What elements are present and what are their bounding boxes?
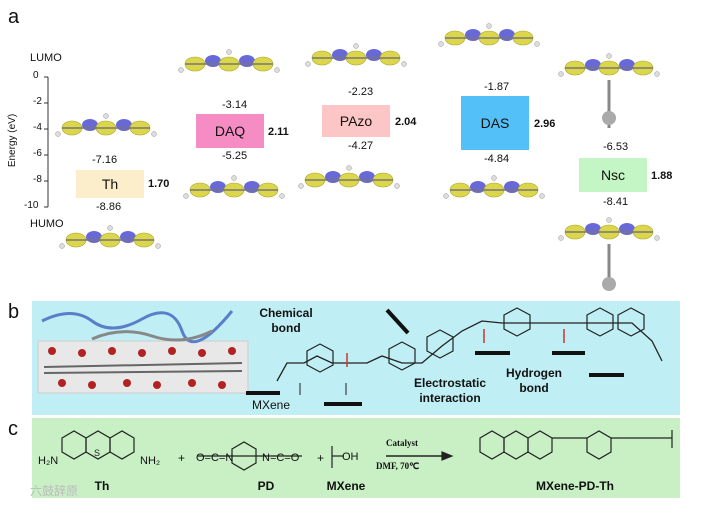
- panel-label-b: b: [8, 301, 20, 323]
- panel-c-reaction-scheme: S: [61, 430, 673, 471]
- pazo-homo-value: -4.27: [348, 140, 374, 152]
- pazo-gap: 2.04: [395, 116, 417, 128]
- th-homo-value: -8.86: [96, 201, 122, 213]
- axis-tick-label: -4: [33, 122, 42, 133]
- product-label: MXene-PD-Th: [536, 479, 614, 493]
- axis-tick-label: -8: [33, 174, 42, 185]
- axis-tick-label: -6: [33, 148, 42, 159]
- mxene-label-b: MXene: [252, 398, 291, 412]
- daq-homo-value: -5.25: [222, 150, 248, 162]
- watermark: 六鼓辞原: [30, 484, 79, 498]
- das-gap: 2.96: [534, 118, 556, 130]
- das-box: DAS: [461, 96, 529, 150]
- das-homo-orbital: [442, 174, 546, 200]
- pazo-lumo-value: -2.23: [348, 86, 374, 98]
- pd-isocyanate-left: O=C=N: [196, 452, 234, 464]
- pd-label: PD: [257, 479, 275, 493]
- daq-lumo-orbital: [177, 48, 281, 74]
- nsc-homo-orbital: [557, 216, 661, 242]
- th-box: Th: [76, 170, 144, 198]
- svg-text:S: S: [94, 448, 100, 458]
- electrostatic-interaction-label: Electrostatic interaction: [413, 376, 487, 405]
- axis-bottom-label: HUMO: [30, 218, 64, 230]
- nsc-gap: 1.88: [651, 170, 673, 182]
- das-lumo-value: -1.87: [484, 81, 510, 93]
- chemical-bond-label: Chemical bond: [259, 306, 313, 335]
- daq-lumo-value: -3.14: [222, 99, 248, 111]
- axis-tick-label: -10: [24, 200, 39, 211]
- plus-1: +: [178, 451, 186, 465]
- axis-tick-label: 0: [33, 70, 39, 81]
- th-nh2-left: H₂N: [38, 455, 59, 467]
- panel-c-background: [32, 418, 680, 498]
- nsc-lumo-value: -6.53: [603, 141, 629, 153]
- daq-gap: 2.11: [268, 126, 289, 138]
- axis-top-label: LUMO: [30, 52, 62, 64]
- hydrogen-bond-label: Hydrogen bond: [505, 366, 562, 395]
- th-homo-orbital: [58, 224, 162, 250]
- panel-label-c: c: [8, 418, 18, 440]
- th-gap: 1.70: [148, 178, 170, 190]
- th-nh2-right: NH₂: [140, 455, 161, 467]
- mxene-oh: OH: [342, 451, 359, 463]
- th-label: Th: [94, 479, 110, 493]
- conditions-label: DMF, 70℃: [376, 461, 420, 471]
- th-lumo-value: -7.16: [92, 154, 118, 166]
- plus-2: +: [317, 451, 325, 465]
- panel-b-schematic: [37, 307, 663, 406]
- pazo-box: PAzo: [322, 105, 390, 137]
- catalyst-label: Catalyst: [386, 438, 418, 448]
- pazo-homo-orbital: [297, 164, 401, 190]
- mxene-label-c: MXene: [326, 479, 366, 493]
- axis-tick-label: -2: [33, 96, 42, 107]
- das-homo-value: -4.84: [484, 153, 510, 165]
- nsc-homo-value: -8.41: [603, 196, 629, 208]
- daq-homo-orbital: [182, 174, 286, 200]
- th-lumo-orbital: [54, 112, 158, 138]
- nsc-box: Nsc: [579, 158, 647, 192]
- nsc-lumo-orbital: [557, 52, 661, 78]
- pd-isocyanate-right: N=C=O: [262, 452, 300, 464]
- pazo-lumo-orbital: [304, 42, 408, 68]
- daq-box: DAQ: [196, 114, 264, 148]
- das-lumo-orbital: [437, 22, 541, 48]
- panel-label-a: a: [8, 6, 20, 28]
